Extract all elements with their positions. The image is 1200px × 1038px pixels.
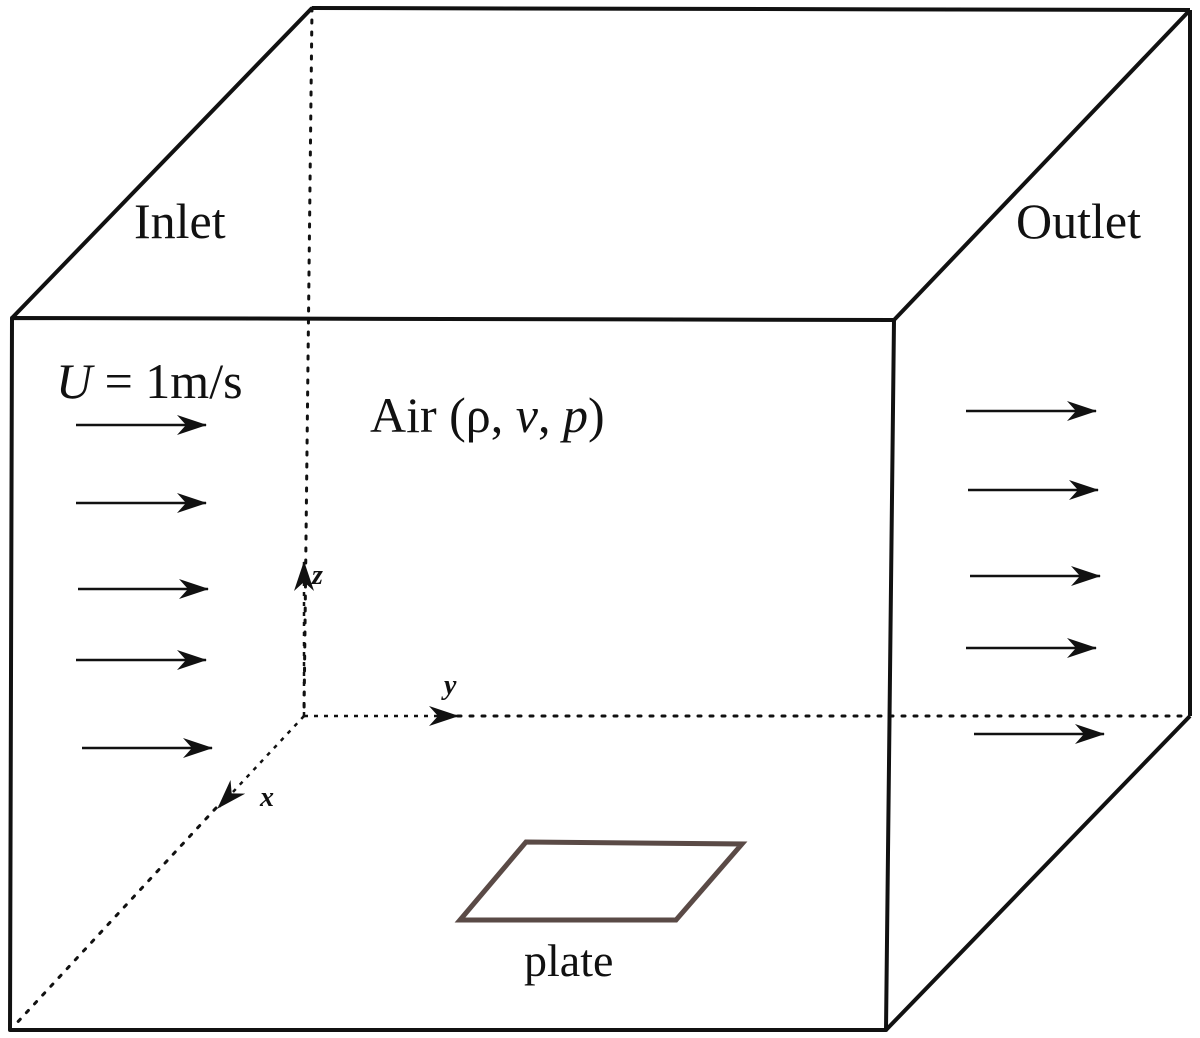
cube-outline (8, 6, 1192, 1032)
axis-x-label: x (259, 782, 274, 813)
outlet-label: Outlet (1016, 193, 1141, 249)
air-prefix: Air (ρ, (370, 387, 516, 443)
inlet-arrows (76, 415, 213, 758)
plate-shape (454, 839, 748, 923)
axis-y-label: y (441, 670, 457, 701)
x-axis (217, 715, 305, 809)
air-separator: , (538, 387, 563, 443)
top-back-edge (311, 6, 1191, 12)
velocity-symbol: U (56, 353, 95, 409)
coordinate-axes (217, 561, 459, 809)
velocity-value: = 1m/s (92, 353, 242, 409)
air-pressure-symbol: p (560, 387, 588, 443)
top-right-edge (892, 8, 1192, 322)
bottom-right-edge (884, 714, 1192, 1032)
hidden-edges (12, 6, 1190, 1028)
air-properties-label: Air (ρ, ν, p) (370, 387, 605, 443)
velocity-label: U = 1m/s (56, 353, 243, 409)
air-viscosity-symbol: ν (516, 387, 539, 443)
top-left-edge (10, 6, 314, 320)
axis-z-label: z (311, 560, 323, 591)
hidden-vertical-edge (302, 6, 314, 718)
outlet-arrows (966, 401, 1105, 744)
hidden-left-bottom-edge (12, 806, 218, 1028)
inlet-label: Inlet (134, 193, 226, 249)
plate-label: plate (524, 935, 613, 986)
air-suffix: ) (588, 387, 605, 443)
